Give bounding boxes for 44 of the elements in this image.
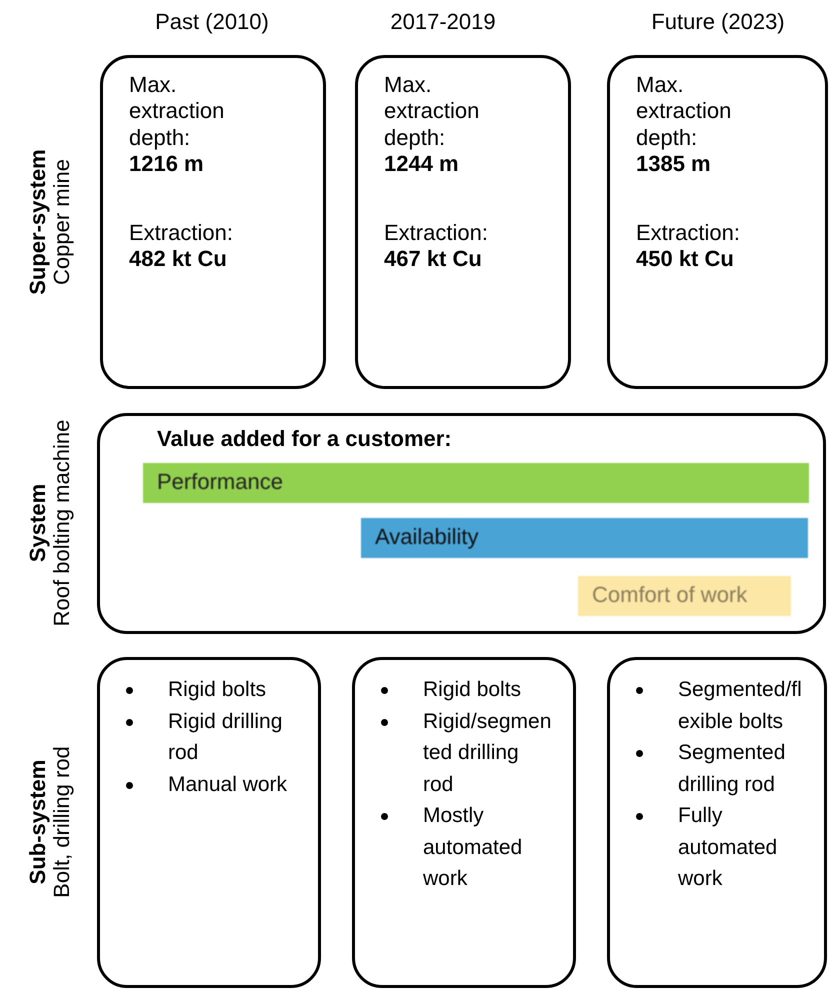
list-card <box>97 657 321 988</box>
info-card <box>100 55 326 389</box>
bar-label: Performance <box>157 469 283 494</box>
feature-bar <box>143 463 809 503</box>
row-title: Super-system <box>25 148 51 297</box>
list-item: Manual work <box>168 772 288 796</box>
feature-bar <box>361 518 808 558</box>
list-item: Rigid bolts <box>423 678 522 701</box>
row-subtitle: Bolt, drilling rod <box>49 745 75 900</box>
row-subtitle: Copper mine <box>49 159 75 285</box>
row-title: System <box>25 482 51 564</box>
list-card <box>352 657 576 988</box>
feature-bar <box>578 576 791 616</box>
bar-label: Comfort of work <box>592 582 748 607</box>
list-item: Mostly automated work <box>423 804 522 890</box>
list-item: Rigid bolts <box>168 678 266 701</box>
label-text: Extraction: <box>636 220 741 246</box>
value-text: 467 kt Cu <box>384 246 483 272</box>
row-title: Sub-system <box>25 758 51 886</box>
label-text: Max. extraction depth: <box>636 72 732 152</box>
list-item: Rigid drilling rod <box>168 710 282 764</box>
list-item: Segmented drilling rod <box>678 741 786 796</box>
label-text: Extraction: <box>384 220 489 246</box>
system-panel <box>97 413 826 634</box>
label-text: Max. extraction depth: <box>129 72 226 152</box>
value-text: 450 kt Cu <box>636 246 735 272</box>
column-heading: 2017-2019 <box>389 9 497 36</box>
panel-heading: Value added for a customer: <box>157 426 452 452</box>
value-text: 482 kt Cu <box>129 246 228 272</box>
row-subtitle: Roof bolting machine <box>49 418 75 628</box>
info-card <box>355 55 571 389</box>
list-card <box>607 657 827 988</box>
value-text: 1216 m <box>129 151 205 178</box>
column-heading: Past (2010) <box>154 9 270 36</box>
value-text: 1244 m <box>384 151 460 178</box>
label-text: Max. extraction depth: <box>384 72 480 152</box>
list-item: Segmented/flexible bolts <box>678 678 802 732</box>
list-item: Rigid/segmented drilling rod <box>423 710 552 796</box>
info-card <box>607 55 828 389</box>
column-heading: Future (2023) <box>650 9 786 36</box>
value-text: 1385 m <box>636 151 712 178</box>
list-item: Fully automated work <box>678 804 778 890</box>
bar-label: Availability <box>375 524 479 549</box>
label-text: Extraction: <box>129 220 234 246</box>
